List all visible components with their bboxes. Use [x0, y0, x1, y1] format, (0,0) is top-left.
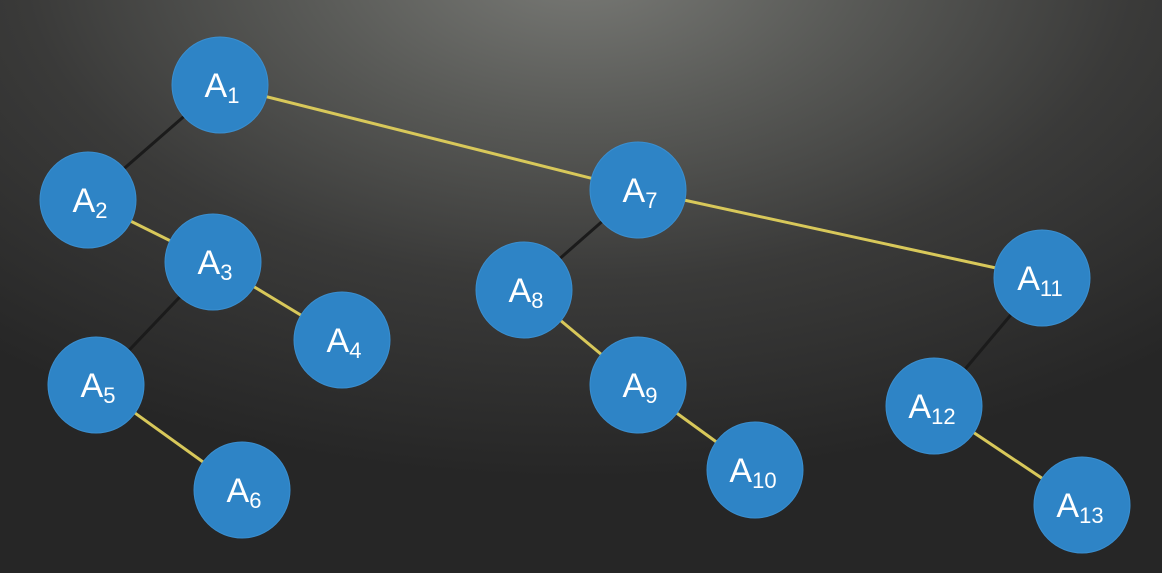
node-circle	[885, 357, 983, 455]
node-circle	[193, 441, 291, 539]
edge-a7-a11	[637, 188, 1043, 280]
node-letter: A	[729, 452, 752, 490]
node-label: A4	[327, 322, 362, 363]
node-letter: A	[509, 272, 532, 310]
node-index: 11	[1040, 276, 1063, 301]
node-circle	[589, 336, 687, 434]
node-label: A7	[623, 172, 658, 213]
node-a2: A2	[39, 151, 137, 249]
node-a11: A11	[993, 229, 1091, 327]
node-circle	[39, 151, 137, 249]
node-circle	[47, 336, 145, 434]
node-index: 10	[752, 468, 776, 493]
node-a10: A10	[706, 421, 804, 519]
node-circle	[164, 213, 262, 311]
node-a4: A4	[293, 291, 391, 389]
node-circle	[475, 241, 573, 339]
node-index: 3	[220, 260, 232, 285]
node-circle	[171, 36, 269, 134]
node-label: A1	[205, 67, 240, 108]
node-index: 6	[249, 488, 261, 513]
node-index: 7	[645, 188, 657, 213]
node-a7: A7	[589, 141, 687, 239]
node-letter: A	[198, 244, 221, 282]
node-label: A10	[729, 452, 776, 493]
node-letter: A	[623, 367, 646, 405]
node-letter: A	[73, 182, 96, 220]
node-letter: A	[227, 472, 250, 510]
edge-a1-a7	[219, 83, 639, 192]
node-letter: A	[908, 388, 931, 426]
node-index: 13	[1079, 503, 1103, 528]
node-label: A11	[1017, 260, 1063, 301]
node-index: 8	[531, 288, 543, 313]
node-label: A6	[227, 472, 262, 513]
node-index: 4	[349, 338, 361, 363]
node-index: 12	[931, 404, 955, 429]
node-label: A12	[908, 388, 955, 429]
node-letter: A	[327, 322, 350, 360]
node-a12: A12	[885, 357, 983, 455]
node-label: A13	[1056, 487, 1103, 528]
node-letter: A	[1017, 260, 1040, 298]
node-label: A8	[509, 272, 544, 313]
node-circle	[293, 291, 391, 389]
node-label: A2	[73, 182, 108, 223]
node-circle	[706, 421, 804, 519]
node-circle	[589, 141, 687, 239]
node-letter: A	[81, 367, 104, 405]
node-index: 5	[103, 383, 115, 408]
node-a1: A1	[171, 36, 269, 134]
node-index: 1	[227, 83, 239, 108]
node-index: 9	[645, 383, 657, 408]
node-a9: A9	[589, 336, 687, 434]
node-label: A3	[198, 244, 233, 285]
node-a8: A8	[475, 241, 573, 339]
node-a5: A5	[47, 336, 145, 434]
node-circle	[993, 229, 1091, 327]
node-label: A9	[623, 367, 658, 408]
node-letter: A	[1056, 487, 1079, 525]
node-a6: A6	[193, 441, 291, 539]
node-letter: A	[623, 172, 646, 210]
node-letter: A	[205, 67, 228, 105]
node-a3: A3	[164, 213, 262, 311]
node-index: 2	[95, 198, 107, 223]
node-a13: A13	[1033, 456, 1131, 554]
node-label: A5	[81, 367, 116, 408]
node-circle	[1033, 456, 1131, 554]
